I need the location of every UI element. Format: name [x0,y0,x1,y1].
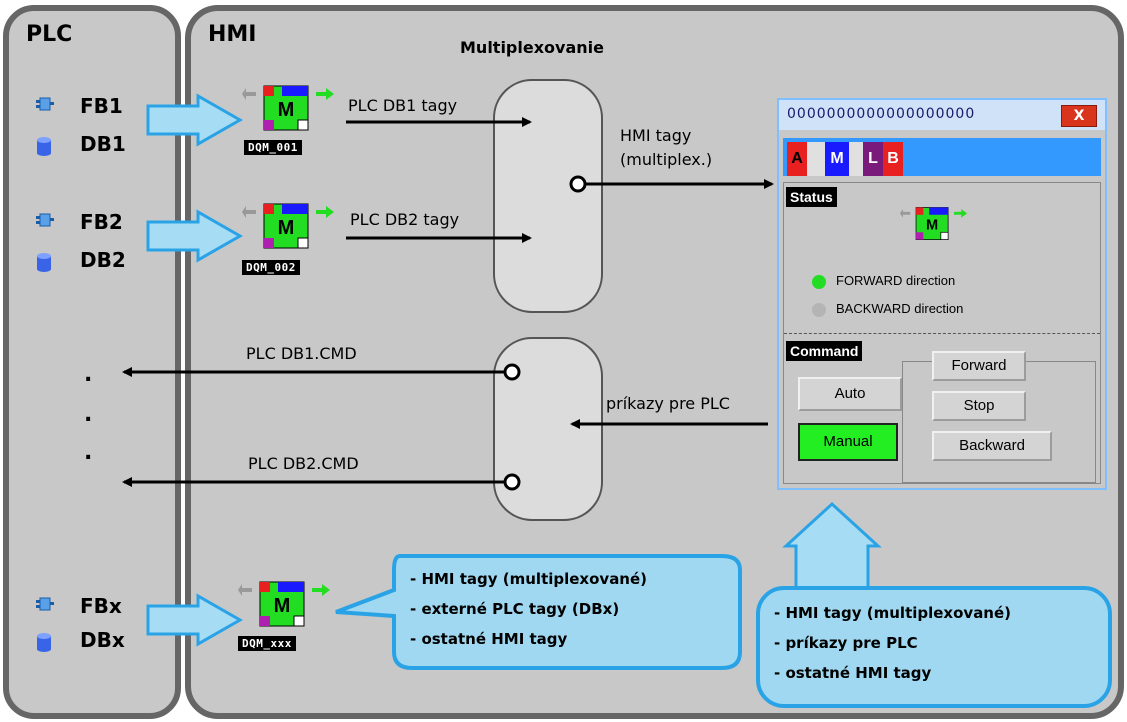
motor-faceplate-icon[interactable]: M [238,578,334,634]
faceplate-window: 0000000000000000000 X A M L B Status M F… [777,98,1107,490]
status-panel: Status M FORWARD direction BACKWARD dire… [783,182,1101,484]
block-arrow-up [782,501,882,590]
function-block-icon [36,213,54,227]
label-commands: príkazy pre PLC [606,394,730,413]
tab-manual[interactable]: M [825,142,849,176]
tab-group: A M L B [787,142,903,176]
plc-panel [3,5,181,719]
tab-lock[interactable]: L [863,142,883,176]
multiplex-pill-tags [493,79,603,313]
db2-label: DB2 [80,248,126,272]
label-db1-tags: PLC DB1 tagy [348,96,458,115]
callout-left-line: - HMI tagy (multiplexované) [410,570,648,588]
label-hmi-tags-1: HMI tagy [620,126,692,145]
function-block-icon [36,97,54,111]
label-db2-cmd: PLC DB2.CMD [248,454,359,473]
function-block-icon [36,597,54,611]
faceplate-tag-xxx: DQM_xxx [238,636,296,651]
block-arrow-fbx [146,593,244,647]
db1-label: DB1 [80,132,126,156]
hmi-title: HMI [208,22,257,47]
svg-text:M: M [926,217,938,233]
divider [784,333,1100,334]
plc-title: PLC [26,22,73,47]
label-db1-cmd: PLC DB1.CMD [246,344,357,363]
callout-left-bubble [335,554,742,670]
port-hmi-tags [569,175,587,193]
multiplex-title: Multiplexovanie [460,38,604,57]
fb1-label: FB1 [80,94,123,118]
backward-direction-label: BACKWARD direction [836,301,964,316]
block-arrow-fb1 [146,93,244,147]
auto-button[interactable]: Auto [798,377,902,411]
ellipsis-dot: . [84,362,93,387]
forward-direction-label: FORWARD direction [836,273,956,288]
status-label: Status [786,187,837,207]
svg-text:M: M [278,217,295,239]
window-title: 0000000000000000000 [787,106,976,122]
port-db1-cmd [503,363,521,381]
callout-right-bubble [756,586,1112,708]
callout-left-line: - ostatné HMI tagy [410,630,568,648]
faceplate-tag-002: DQM_002 [242,260,300,275]
motor-faceplate-icon[interactable]: M [242,82,338,138]
port-db2-cmd [503,473,521,491]
ellipsis-dot: . [84,440,93,465]
database-cylinder-icon [37,137,51,156]
stop-button[interactable]: Stop [932,391,1026,421]
callout-right-line: - ostatné HMI tagy [774,664,932,682]
command-label: Command [786,341,863,361]
tab-block[interactable]: B [883,142,903,176]
ellipsis-dot: . [84,402,93,427]
forward-button[interactable]: Forward [932,351,1026,381]
dbx-label: DBx [80,628,125,652]
fbx-label: FBx [80,594,122,618]
database-cylinder-icon [37,253,51,272]
tab-bar: A M L B [783,138,1101,176]
callout-right-line: - príkazy pre PLC [774,634,918,652]
motor-faceplate-icon[interactable]: M [242,200,338,256]
fb2-label: FB2 [80,210,123,234]
manual-button[interactable]: Manual [798,423,898,461]
svg-text:M: M [274,595,291,617]
motor-faceplate-icon: M [900,207,968,240]
close-button[interactable]: X [1061,105,1097,127]
backward-led-icon [812,303,826,317]
faceplate-tag-001: DQM_001 [244,140,302,155]
label-db2-tags: PLC DB2 tagy [350,210,460,229]
tab-alarm[interactable]: A [787,142,807,176]
database-cylinder-icon [37,633,51,652]
multiplex-pill-commands [493,337,603,521]
callout-left-line: - externé PLC tagy (DBx) [410,600,620,618]
forward-led-icon [812,275,826,289]
svg-text:M: M [278,99,295,121]
label-hmi-tags-2: (multiplex.) [620,150,713,169]
backward-button[interactable]: Backward [932,431,1052,461]
window-titlebar[interactable]: 0000000000000000000 X [779,100,1105,130]
block-arrow-fb2 [146,209,244,263]
callout-right-line: - HMI tagy (multiplexované) [774,604,1012,622]
